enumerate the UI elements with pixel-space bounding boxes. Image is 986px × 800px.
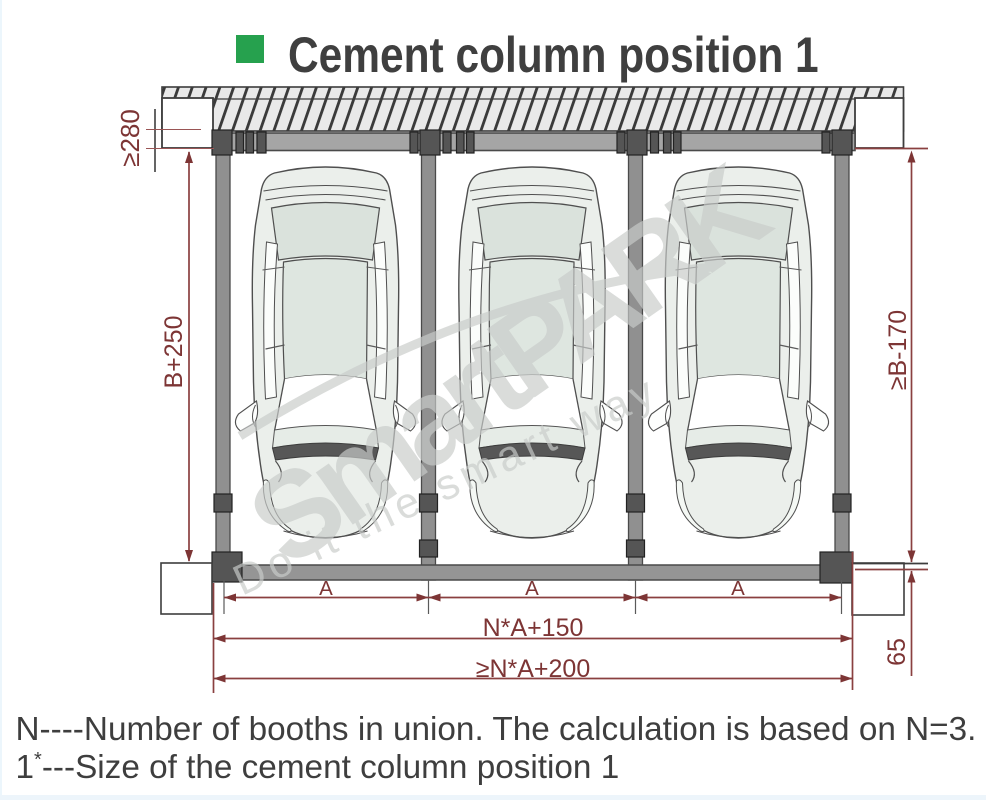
svg-text:B+250: B+250 [160, 316, 188, 389]
svg-text:A: A [731, 577, 745, 600]
svg-text:≥N*A+200: ≥N*A+200 [476, 655, 591, 683]
svg-text:65: 65 [883, 638, 911, 666]
svg-text:≥B-170: ≥B-170 [884, 310, 912, 390]
svg-text:A: A [525, 577, 539, 600]
svg-text:N*A+150: N*A+150 [483, 614, 584, 642]
svg-text:≥280: ≥280 [115, 109, 145, 167]
svg-text:A: A [319, 577, 333, 600]
